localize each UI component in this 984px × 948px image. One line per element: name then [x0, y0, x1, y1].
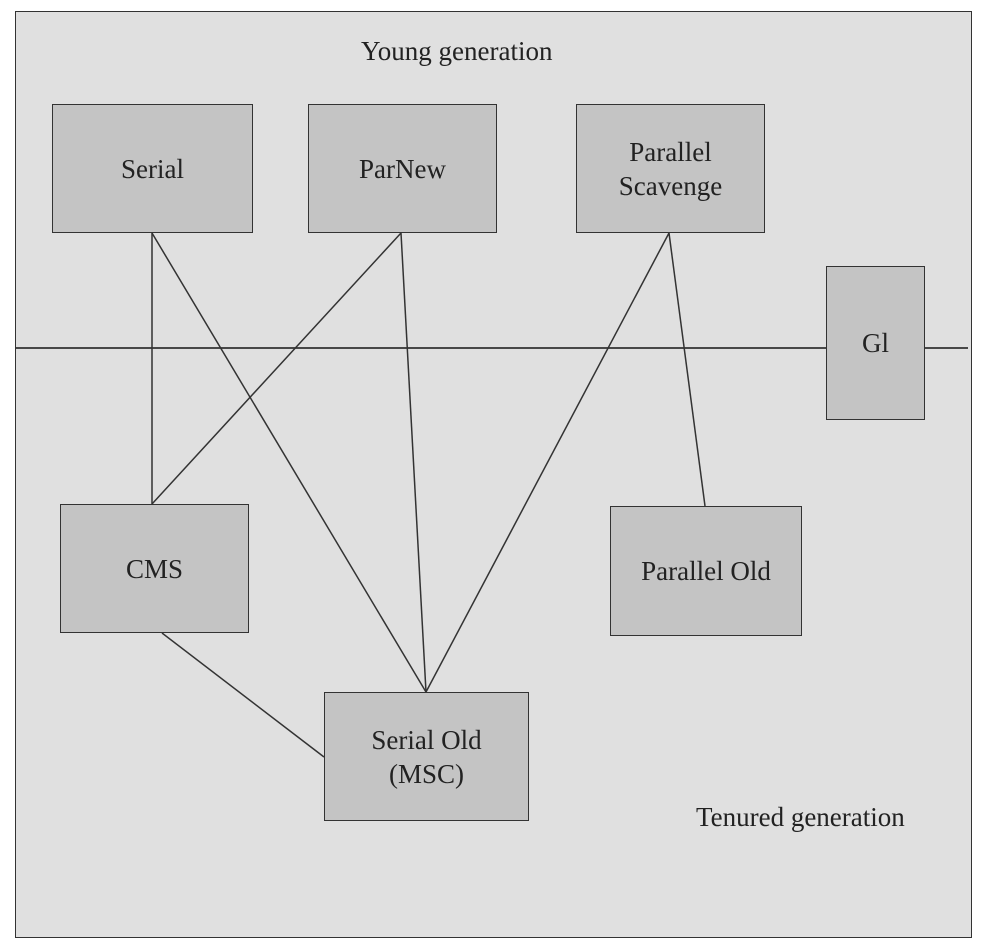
parnew-collector: ParNew	[308, 104, 497, 233]
connector-parallel-scavenge-to-serial-old	[425, 232, 670, 693]
connector-cms-to-serial-old	[161, 632, 325, 758]
young-generation-label: Young generation	[361, 36, 553, 66]
serial-collector: Serial	[52, 104, 253, 233]
g1-collector: Gl	[826, 266, 925, 420]
connector-serial-to-serial-old	[151, 232, 427, 693]
parallel-scavenge-collector: Parallel Scavenge	[576, 104, 765, 233]
connector-parallel-scavenge-to-parallel-old	[668, 232, 706, 507]
parallel-old-collector: Parallel Old	[610, 506, 802, 636]
connector-parnew-to-cms	[151, 232, 402, 505]
connector-parnew-to-serial-old	[400, 232, 427, 693]
tenured-generation-label: Tenured generation	[696, 802, 905, 832]
connector-group	[151, 232, 706, 758]
cms-collector: CMS	[60, 504, 249, 633]
serial-old-collector: Serial Old (MSC)	[324, 692, 529, 821]
